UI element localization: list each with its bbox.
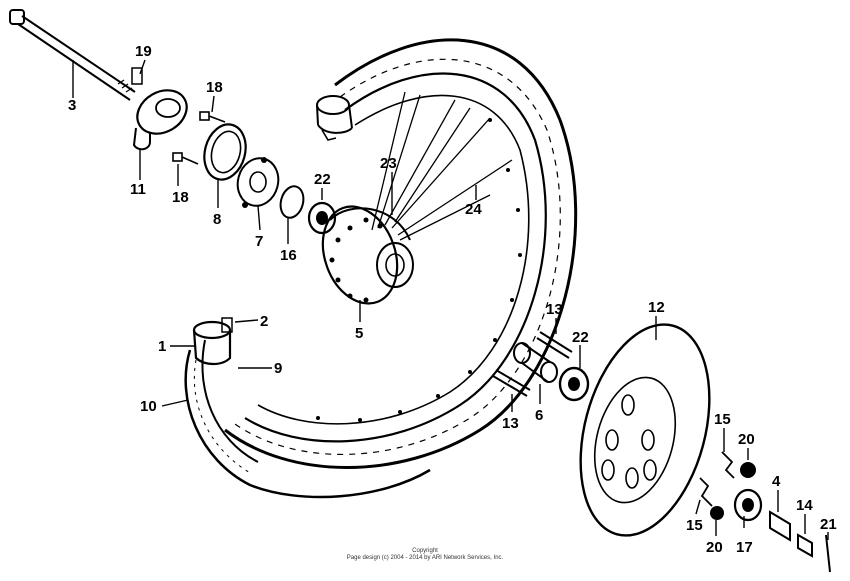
callout-8: 8 [213,211,221,228]
dust-seal-plate-illustration [203,123,247,181]
callout-5: 5 [355,325,363,342]
callout-19: 19 [135,43,152,60]
axle-illustration [9,9,136,101]
callout-15b: 15 [686,517,703,534]
hub-illustration [321,205,414,305]
callout-4: 4 [772,473,781,490]
copyright-line-1: Copyright [412,548,438,554]
callout-9: 9 [274,360,282,377]
callout-13b: 13 [502,415,519,432]
copyright-line-2: Page design (c) 2004 - 2014 by ARI Netwo… [346,555,504,561]
callout-22a: 22 [314,171,331,188]
callout-23: 23 [380,155,397,172]
spacer-illustration [513,342,558,383]
callout-18b: 18 [172,189,189,206]
callout-labels: 19 3 18 11 18 8 7 16 22 23 24 5 2 1 9 10… [68,43,837,556]
tire-illustration [184,38,578,499]
callout-13a: 13 [546,301,563,318]
callout-22b: 22 [572,329,589,346]
oil-seal-illustration [279,185,305,219]
callout-6: 6 [535,407,543,424]
callout-15a: 15 [714,411,731,428]
bearing-left-illustration [307,201,337,235]
leader-lines [72,59,829,540]
studs-illustration [492,331,573,397]
callout-17: 17 [736,539,753,556]
axle-hardware-illustration [699,451,831,573]
callout-18a: 18 [206,79,223,96]
callout-24: 24 [465,201,482,218]
callout-1: 1 [158,338,166,355]
callout-3: 3 [68,97,76,114]
speedometer-gearbox-illustration [131,67,188,151]
callout-7: 7 [255,233,263,250]
callout-11: 11 [130,181,146,198]
bearing-right-illustration [558,366,590,402]
callout-2: 2 [260,313,268,330]
callout-20b: 20 [706,539,723,556]
callout-12: 12 [648,299,665,316]
spokes-illustration [371,91,513,241]
callout-14: 14 [796,497,813,514]
tube-valve-illustration [192,317,233,366]
callout-16: 16 [280,247,297,264]
copyright-notice: Copyright Page design (c) 2004 - 2014 by… [0,548,850,562]
callout-20a: 20 [738,431,755,448]
bolts-illustration [172,111,226,165]
callout-10: 10 [140,398,157,415]
gear-retainer-illustration [236,157,280,208]
callout-21: 21 [820,516,837,533]
brake-disc-illustration [579,323,711,537]
